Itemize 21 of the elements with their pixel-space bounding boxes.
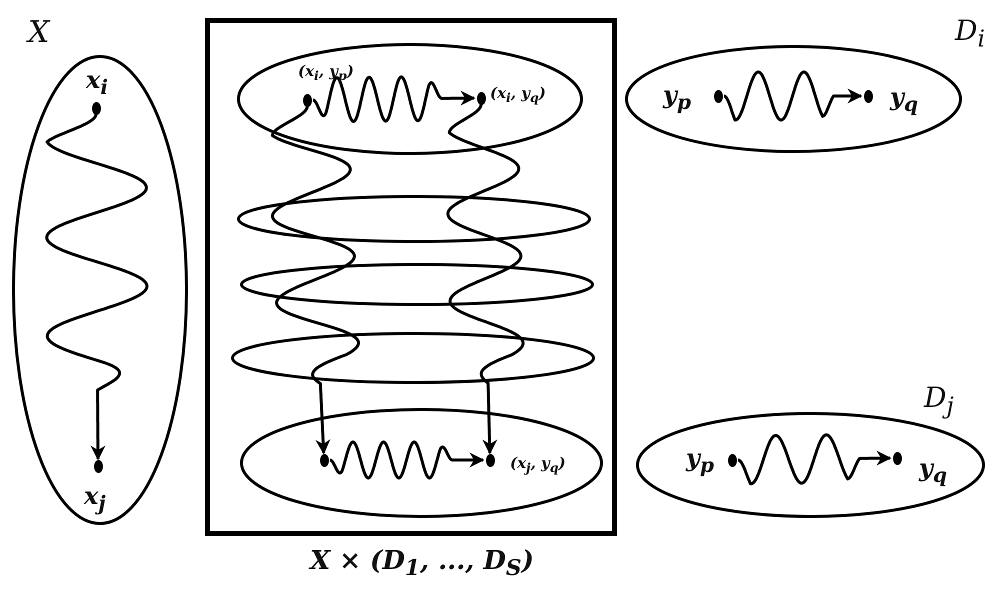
wavy-arrow: [723, 70, 862, 122]
point-label: x$_{j}$: [84, 484, 106, 513]
point-label: y$_{p}$: [663, 83, 691, 112]
wavy-arrow: [270, 105, 360, 454]
wavy-arrow: [312, 75, 476, 123]
point-label: y$_{p}$: [686, 446, 714, 475]
set-label: D$_{i}$: [955, 17, 985, 51]
wavy-arrow: [737, 433, 892, 486]
wavy-arrow: [329, 440, 484, 480]
point-label: y$_{q}$: [890, 85, 918, 114]
wavy-arrow: [446, 103, 525, 454]
set-label: X × (D$_{1}$, ..., D$_{S}$): [310, 548, 534, 580]
point-label: y$_{q}$: [919, 456, 947, 485]
set-label: D$_{j}$: [924, 384, 954, 418]
point-dot: [320, 454, 328, 466]
point-label: (x$_{i}$, y$_{q}$): [490, 86, 546, 104]
wavy-arrow: [45, 113, 148, 460]
point-label: (x$_{j}$, y$_{q}$): [510, 456, 566, 474]
set-label: X: [28, 18, 50, 48]
point-label: (x$_{i}$, y$_{p}$): [298, 64, 354, 82]
point-label: x$_{i}$: [86, 68, 108, 97]
